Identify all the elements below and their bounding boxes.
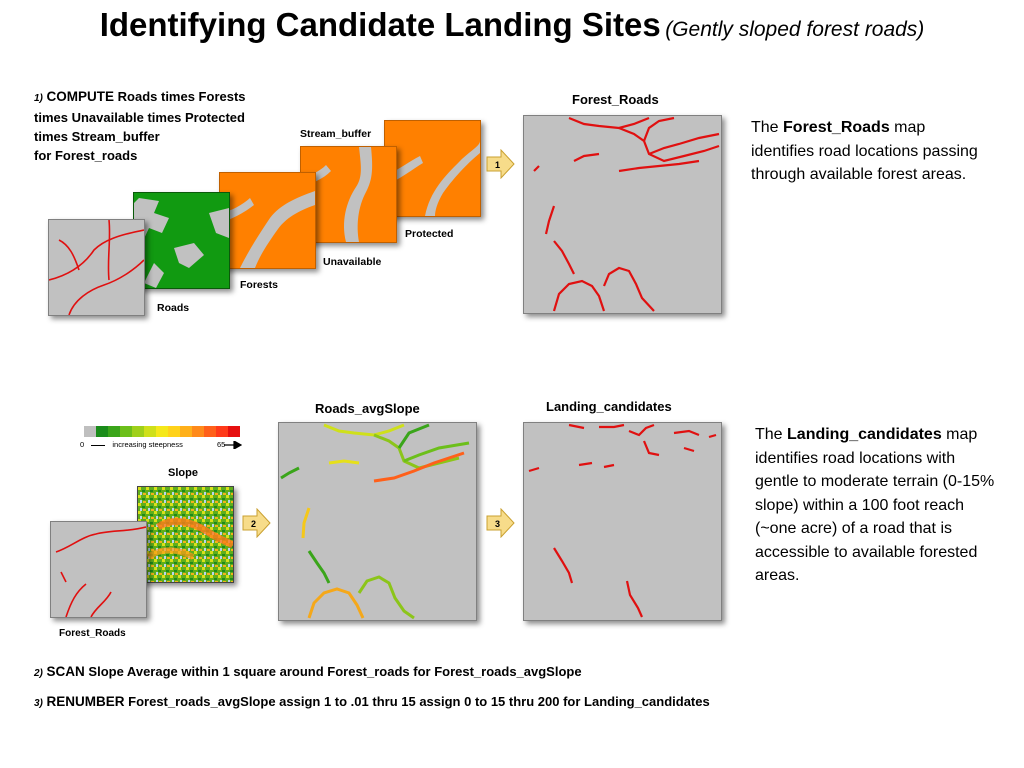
unavailable-map bbox=[219, 172, 316, 269]
legend-mid: increasing steepness bbox=[112, 440, 183, 449]
forest-roads-map bbox=[523, 115, 722, 314]
slope-map bbox=[137, 486, 234, 583]
desc1-rest: map identifies road locations passing th… bbox=[751, 119, 978, 183]
desc2-rest: map identifies road locations with gentl… bbox=[755, 426, 995, 584]
legend-min: 0 bbox=[80, 440, 85, 449]
legend-arrow-icon bbox=[224, 441, 242, 449]
arrow-3-label: 3 bbox=[495, 519, 500, 529]
legend-swatch-5 bbox=[144, 426, 156, 437]
legend-max: 65 bbox=[217, 440, 226, 449]
desc2-bold: Landing_candidates bbox=[787, 426, 942, 443]
arrow-1-icon: 1 bbox=[486, 149, 515, 179]
step2-command: SCAN bbox=[46, 664, 85, 679]
step1-line1: Roads times Forests bbox=[114, 89, 246, 104]
title-main: Identifying Candidate Landing Sites bbox=[99, 6, 661, 43]
legend-swatch-9 bbox=[192, 426, 204, 437]
legend-swatch-10 bbox=[204, 426, 216, 437]
arrow-1-label: 1 bbox=[495, 160, 500, 170]
arrow-2-label: 2 bbox=[251, 519, 256, 529]
forest-roads-small-map bbox=[50, 521, 147, 618]
step3-rest: Forest_roads_avgSlope assign 1 to .01 th… bbox=[124, 694, 710, 709]
label-forest-roads-small: Forest_Roads bbox=[59, 628, 126, 639]
page-title: Identifying Candidate Landing Sites (Gen… bbox=[0, 6, 1024, 44]
legend-swatch-12 bbox=[228, 426, 240, 437]
legend-swatch-1 bbox=[96, 426, 108, 437]
legend-line bbox=[91, 444, 106, 446]
label-forests: Forests bbox=[240, 279, 278, 291]
legend-swatch-7 bbox=[168, 426, 180, 437]
label-stream-buffer: Stream_buffer bbox=[300, 128, 372, 140]
step1-line3: times Stream_buffer bbox=[34, 129, 160, 144]
desc1-pre: The bbox=[751, 119, 784, 136]
label-landing-candidates: Landing_candidates bbox=[546, 399, 672, 414]
step3-num: 3) bbox=[34, 698, 43, 709]
step2-num: 2) bbox=[34, 668, 43, 679]
roads-avgslope-map bbox=[278, 422, 477, 621]
steepness-legend-bar bbox=[84, 426, 240, 437]
legend-swatch-2 bbox=[108, 426, 120, 437]
landing-candidates-map bbox=[523, 422, 722, 621]
label-roads-avgslope: Roads_avgSlope bbox=[315, 401, 420, 416]
step1-line2: times Unavailable times Protected bbox=[34, 110, 245, 125]
stream-buffer-map bbox=[300, 146, 397, 243]
legend-swatch-11 bbox=[216, 426, 228, 437]
desc1-bold: Forest_Roads bbox=[783, 119, 890, 136]
step3-text: 3) RENUMBER Forest_roads_avgSlope assign… bbox=[34, 692, 710, 713]
legend-swatch-4 bbox=[132, 426, 144, 437]
step1-num: 1) bbox=[34, 93, 43, 104]
legend-swatch-3 bbox=[120, 426, 132, 437]
legend-swatch-0 bbox=[84, 426, 96, 437]
landing-candidates-description: The Landing_candidates map identifies ro… bbox=[755, 423, 997, 588]
forests-map bbox=[133, 192, 230, 289]
step2-text: 2) SCAN Slope Average within 1 square ar… bbox=[34, 662, 582, 683]
legend-swatch-8 bbox=[180, 426, 192, 437]
arrow-2-icon: 2 bbox=[242, 508, 271, 538]
step1-command: COMPUTE bbox=[46, 89, 115, 104]
label-forest-roads: Forest_Roads bbox=[572, 92, 659, 107]
label-protected: Protected bbox=[405, 228, 454, 240]
desc2-pre: The bbox=[755, 426, 788, 443]
protected-map bbox=[384, 120, 481, 217]
forest-roads-description: The Forest_Roads map identifies road loc… bbox=[751, 116, 981, 187]
step3-command: RENUMBER bbox=[46, 694, 125, 709]
step2-rest: Slope Average within 1 square around For… bbox=[84, 664, 582, 679]
label-slope: Slope bbox=[168, 467, 198, 479]
steepness-legend-labels: 0 increasing steepness 65 bbox=[80, 440, 250, 449]
arrow-3-icon: 3 bbox=[486, 508, 515, 538]
label-roads: Roads bbox=[157, 302, 190, 314]
step1-line4: for Forest_roads bbox=[34, 148, 138, 163]
label-unavailable: Unavailable bbox=[323, 256, 382, 268]
title-sub: (Gently sloped forest roads) bbox=[665, 18, 925, 41]
step1-text: 1) COMPUTE Roads times Forests times Una… bbox=[34, 87, 246, 165]
roads-map bbox=[48, 219, 145, 316]
legend-swatch-6 bbox=[156, 426, 168, 437]
